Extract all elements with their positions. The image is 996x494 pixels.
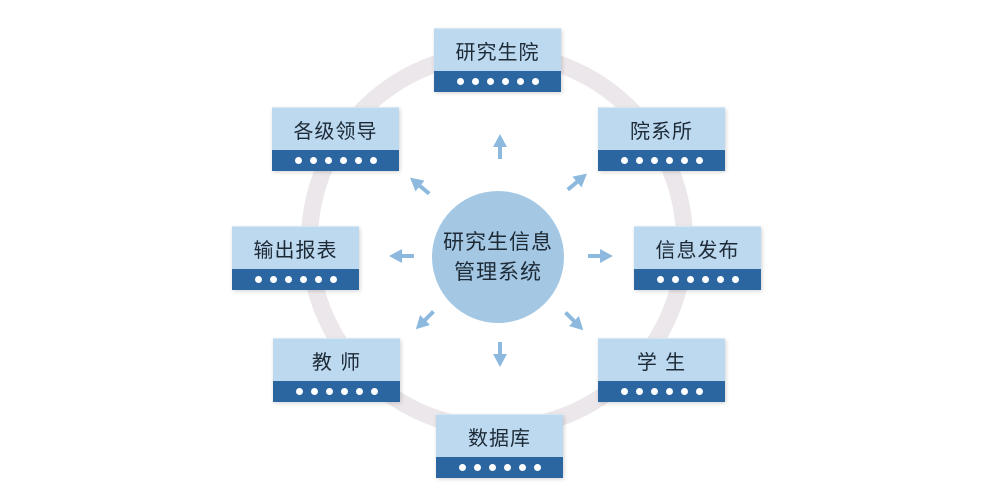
indicator-dot-icon: [503, 464, 511, 471]
indicator-dot-icon: [339, 157, 347, 164]
node-output-reports: 输出报表: [232, 226, 359, 290]
indicator-dot-icon: [299, 276, 307, 283]
node-label: 输出报表: [232, 226, 359, 269]
indicator-dot-icon: [488, 464, 496, 471]
node-indicator-bar: [598, 150, 725, 171]
node-indicator-bar: [272, 150, 399, 171]
indicator-dot-icon: [340, 388, 348, 395]
indicator-dot-icon: [324, 157, 332, 164]
indicator-dot-icon: [294, 157, 302, 164]
node-indicator-bar: [436, 457, 563, 478]
indicator-dot-icon: [695, 157, 703, 164]
node-label: 数据库: [436, 414, 563, 457]
node-label: 研究生院: [434, 28, 561, 71]
node-label: 学 生: [598, 338, 725, 381]
indicator-dot-icon: [665, 157, 673, 164]
node-teachers: 教 师: [273, 338, 400, 402]
indicator-dot-icon: [314, 276, 322, 283]
indicator-dot-icon: [518, 464, 526, 471]
node-label: 院系所: [598, 107, 725, 150]
indicator-dot-icon: [295, 388, 303, 395]
node-indicator-bar: [273, 381, 400, 402]
indicator-dot-icon: [456, 78, 464, 85]
indicator-dot-icon: [650, 388, 658, 395]
indicator-dot-icon: [309, 157, 317, 164]
indicator-dot-icon: [516, 78, 524, 85]
node-indicator-bar: [598, 381, 725, 402]
indicator-dot-icon: [355, 388, 363, 395]
arrow-lower-left-icon: [415, 310, 435, 330]
indicator-dot-icon: [310, 388, 318, 395]
node-database: 数据库: [436, 414, 563, 478]
indicator-dot-icon: [680, 157, 688, 164]
node-label: 信息发布: [634, 226, 761, 269]
node-departments: 院系所: [598, 107, 725, 171]
node-info-publish: 信息发布: [634, 226, 761, 290]
center-node: 研究生信息 管理系统: [432, 191, 564, 323]
indicator-dot-icon: [370, 388, 378, 395]
indicator-dot-icon: [671, 276, 679, 283]
indicator-dot-icon: [533, 464, 541, 471]
indicator-dot-icon: [458, 464, 466, 471]
arrow-upper-left-icon: [410, 177, 431, 196]
indicator-dot-icon: [686, 276, 694, 283]
node-graduate-school: 研究生院: [434, 28, 561, 92]
center-title-line2: 管理系统: [454, 260, 542, 284]
indicator-dot-icon: [354, 157, 362, 164]
arrow-left-icon: [389, 249, 414, 263]
arrow-upper-right-icon: [566, 173, 587, 192]
node-indicator-bar: [434, 71, 561, 92]
arrow-lower-right-icon: [564, 311, 584, 331]
indicator-dot-icon: [620, 388, 628, 395]
indicator-dot-icon: [473, 464, 481, 471]
indicator-dot-icon: [486, 78, 494, 85]
indicator-dot-icon: [680, 388, 688, 395]
indicator-dot-icon: [731, 276, 739, 283]
node-students: 学 生: [598, 338, 725, 402]
indicator-dot-icon: [269, 276, 277, 283]
arrow-up-icon: [493, 134, 507, 159]
indicator-dot-icon: [531, 78, 539, 85]
indicator-dot-icon: [701, 276, 709, 283]
arrow-down-icon: [493, 342, 507, 367]
indicator-dot-icon: [695, 388, 703, 395]
arrow-right-icon: [588, 249, 613, 263]
indicator-dot-icon: [635, 157, 643, 164]
indicator-dot-icon: [716, 276, 724, 283]
center-title-line1: 研究生信息: [443, 230, 553, 254]
indicator-dot-icon: [635, 388, 643, 395]
indicator-dot-icon: [369, 157, 377, 164]
node-leaders: 各级领导: [272, 107, 399, 171]
node-label: 教 师: [273, 338, 400, 381]
node-label: 各级领导: [272, 107, 399, 150]
indicator-dot-icon: [501, 78, 509, 85]
node-indicator-bar: [232, 269, 359, 290]
indicator-dot-icon: [656, 276, 664, 283]
node-indicator-bar: [634, 269, 761, 290]
indicator-dot-icon: [665, 388, 673, 395]
indicator-dot-icon: [325, 388, 333, 395]
indicator-dot-icon: [284, 276, 292, 283]
indicator-dot-icon: [620, 157, 628, 164]
indicator-dot-icon: [329, 276, 337, 283]
indicator-dot-icon: [254, 276, 262, 283]
indicator-dot-icon: [650, 157, 658, 164]
indicator-dot-icon: [471, 78, 479, 85]
